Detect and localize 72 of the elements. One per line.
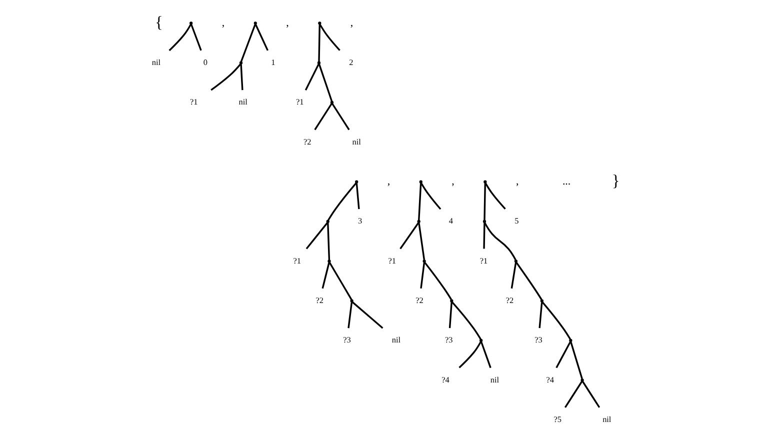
- connector: [347, 302, 352, 328]
- connector: [305, 222, 328, 250]
- node-point: [580, 378, 584, 382]
- label: ,: [515, 175, 518, 188]
- connector: [318, 24, 340, 51]
- connector: [331, 103, 350, 130]
- node-point: [330, 100, 334, 104]
- node-point: [318, 22, 321, 25]
- label: ...: [562, 175, 570, 188]
- node-point: [416, 220, 420, 224]
- node-point: [482, 220, 486, 224]
- connector: [482, 222, 485, 249]
- connector: [190, 24, 202, 51]
- label: ,: [221, 16, 224, 29]
- connector: [582, 381, 600, 408]
- connector: [326, 222, 330, 260]
- connector: [418, 183, 422, 220]
- connector: [318, 64, 332, 102]
- node-point: [327, 260, 330, 263]
- label: }: [611, 171, 620, 190]
- connector: [327, 182, 356, 221]
- node-point: [253, 22, 256, 25]
- label: ,: [386, 175, 390, 188]
- node-point: [238, 61, 242, 64]
- connector: [420, 182, 441, 210]
- connector: [318, 24, 320, 62]
- connector: [314, 103, 332, 130]
- connector: [328, 262, 352, 300]
- connector: [240, 64, 243, 90]
- node-point: [568, 338, 572, 342]
- connector: [399, 222, 419, 250]
- connector: [420, 262, 425, 289]
- connector: [483, 183, 486, 220]
- node-point: [350, 299, 353, 302]
- connector: [424, 262, 452, 300]
- node-point: [483, 180, 486, 184]
- node-point: [514, 260, 518, 263]
- node-point: [189, 22, 192, 25]
- connector: [355, 183, 360, 210]
- connector: [240, 24, 256, 62]
- connector: [352, 302, 383, 329]
- connector: [484, 222, 516, 260]
- label: ,: [286, 16, 288, 29]
- node-point: [540, 299, 543, 302]
- connector: [458, 341, 481, 368]
- connector: [538, 302, 542, 328]
- connector: [570, 342, 582, 380]
- connector: [168, 24, 191, 52]
- label: {: [154, 12, 162, 32]
- node-point: [479, 338, 482, 342]
- node-point: [316, 61, 320, 64]
- connector: [555, 341, 571, 368]
- connector: [254, 24, 268, 51]
- connector: [564, 381, 582, 408]
- node-point: [422, 260, 426, 263]
- connector: [510, 262, 516, 289]
- connector: [448, 302, 452, 328]
- connector: [321, 262, 330, 289]
- connector: [418, 222, 425, 260]
- node-point: [450, 299, 453, 302]
- connector: [451, 302, 481, 340]
- connector: [210, 64, 241, 91]
- label: ,: [451, 175, 454, 188]
- label: ,: [350, 16, 353, 29]
- connector: [515, 262, 542, 300]
- connector: [484, 182, 506, 210]
- connector: [480, 342, 491, 368]
- node-point: [326, 220, 329, 224]
- connector: [541, 302, 570, 340]
- connector: [304, 64, 319, 90]
- node-point: [354, 180, 358, 184]
- node-point: [418, 180, 422, 184]
